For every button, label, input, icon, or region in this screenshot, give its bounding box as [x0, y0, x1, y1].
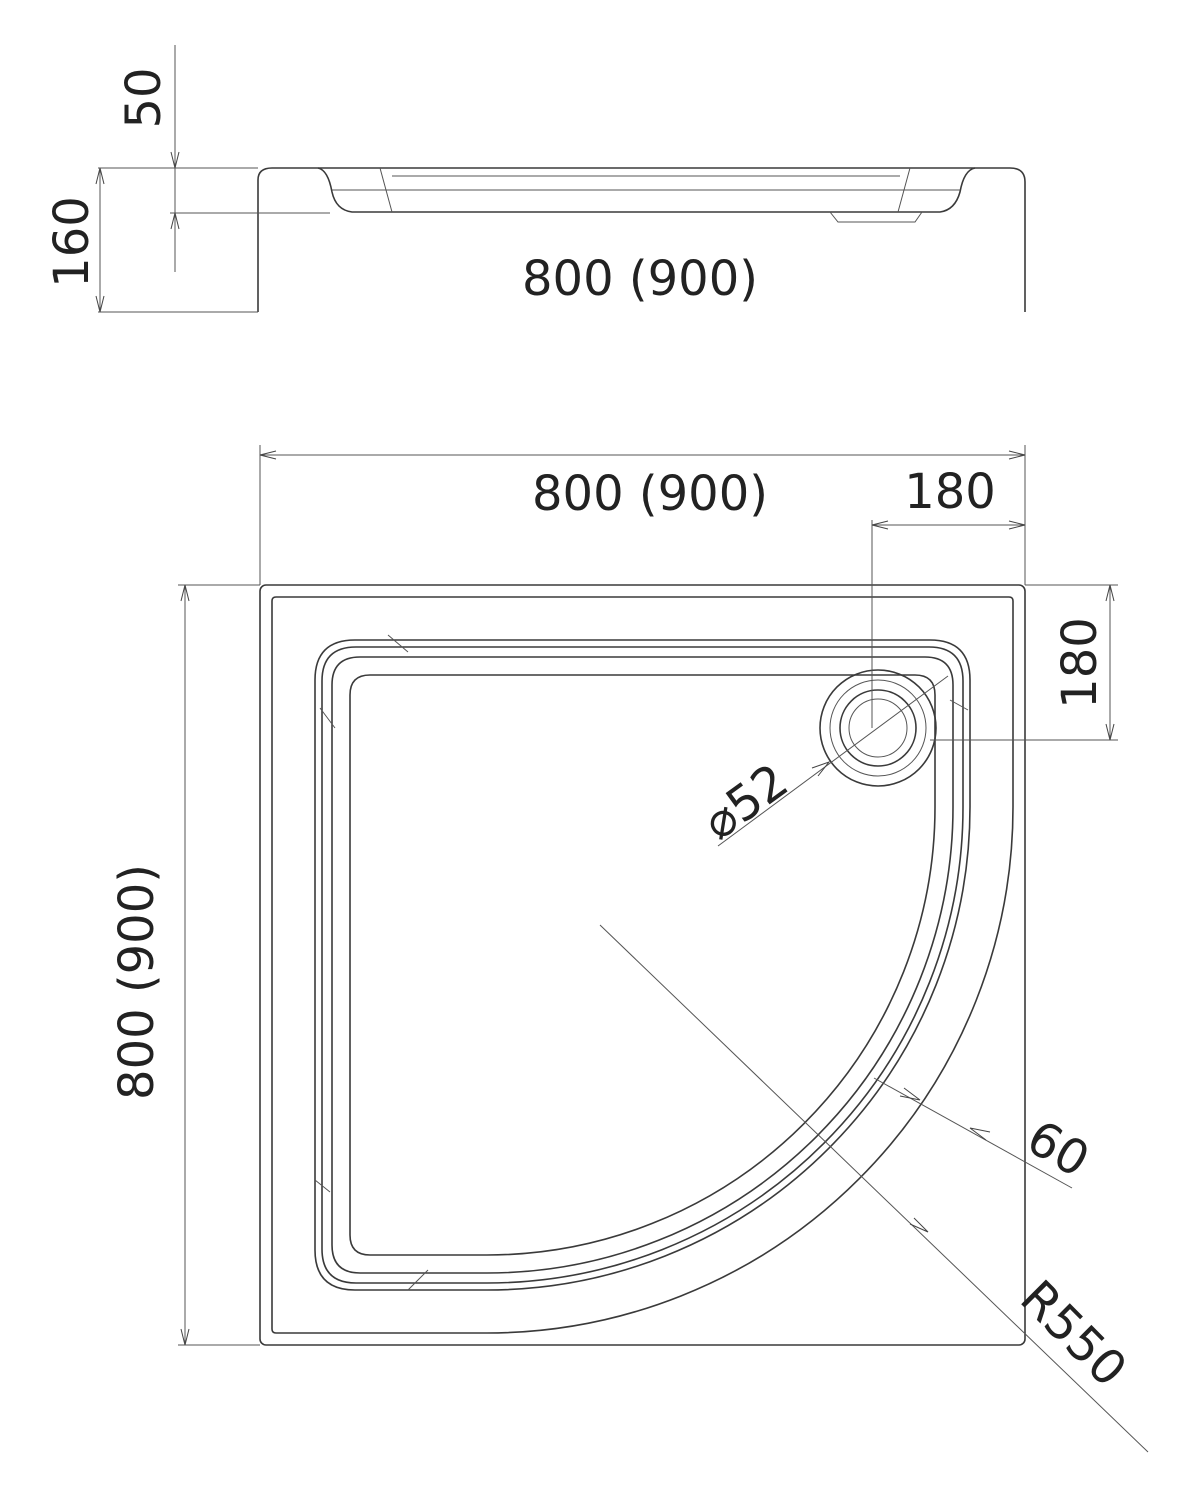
- plan-outer-outline: [259, 584, 1026, 1346]
- tray-contour: [314, 639, 971, 1291]
- drain-x-label: 180: [904, 464, 996, 520]
- tray-contour: [349, 674, 936, 1256]
- drain-y-label: 180: [1052, 617, 1108, 709]
- tray-contour: [271, 596, 1014, 1334]
- contour-transition-lines: [314, 634, 969, 1291]
- plan-width-label: 800 (900): [532, 466, 768, 522]
- side-view-drain: [829, 211, 923, 223]
- side-recess-label: 50: [116, 67, 172, 128]
- tray-contour: [331, 656, 954, 1274]
- side-view-recess: [317, 167, 976, 213]
- plan-tray-contours: [271, 596, 1014, 1334]
- plan-depth-label: 800 (900): [109, 864, 165, 1100]
- side-height-label: 160: [44, 196, 100, 288]
- side-width-label: 800 (900): [522, 251, 758, 307]
- rim-width-label: 60: [1018, 1110, 1099, 1189]
- drain-diameter-leader: [717, 675, 949, 847]
- side-view: 160 50 800 (900): [44, 45, 1026, 313]
- side-view-outline: [257, 167, 1026, 312]
- radius-label: R550: [1009, 1270, 1137, 1398]
- tray-contour: [321, 646, 964, 1284]
- side-view-detail-lines: [332, 167, 960, 213]
- radius-leader: [599, 924, 1149, 1453]
- rim-width-dimension-line: [873, 1077, 1073, 1189]
- drain-diameter-label: ⌀52: [693, 753, 799, 851]
- plan-view: 800 (900) 180 180 800 (900) ⌀52 60 R550: [109, 445, 1149, 1453]
- drain: [819, 669, 937, 787]
